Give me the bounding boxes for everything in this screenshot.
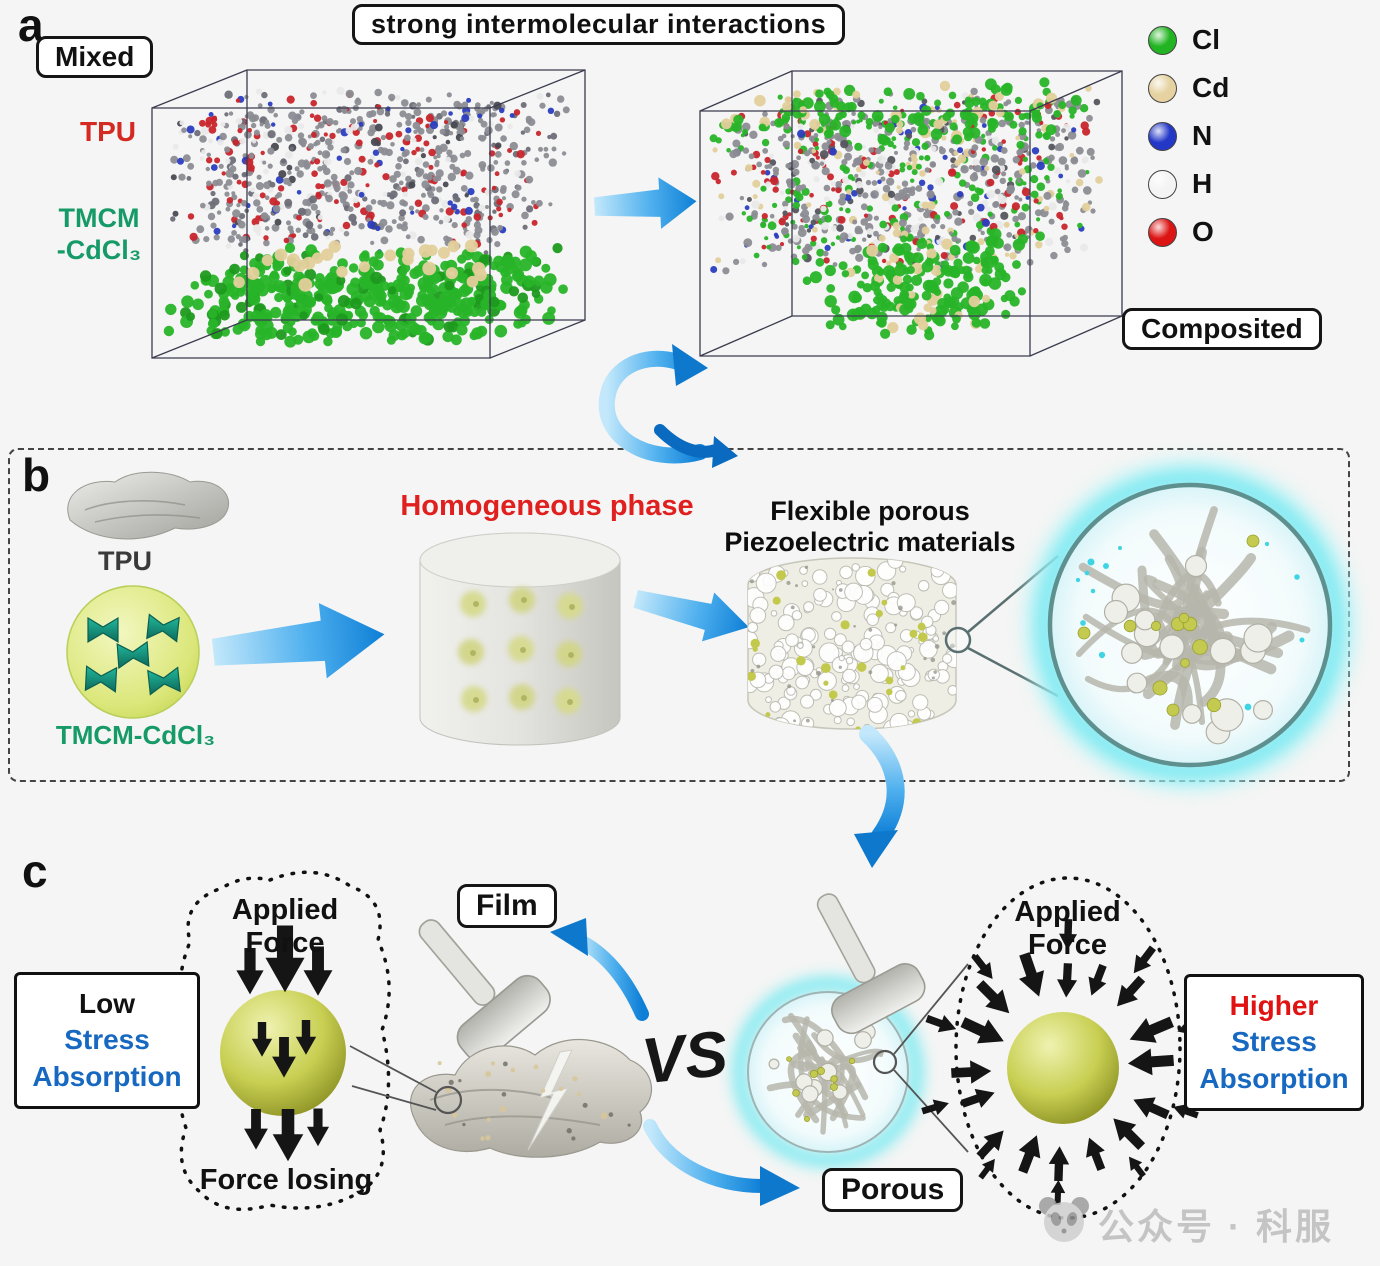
tmcm-label-a-line2: -CdCl₃ (56, 235, 142, 266)
legend-item: N (1148, 120, 1229, 152)
film-zoom-circle (433, 1085, 463, 1115)
mixing-arrow (209, 596, 389, 690)
tpu-label-a: TPU (80, 116, 136, 147)
legend-atom-dot (1148, 73, 1177, 103)
watermark-text: 公众号 · 科服 (1098, 1206, 1334, 1247)
film-badge: Film (457, 884, 557, 928)
applied-force-left-line1: Applied (231, 894, 339, 926)
zoom-source-circle (944, 626, 972, 654)
mixed-box-wireframe (151, 69, 586, 359)
flexible-porous-line1: Flexible porous (770, 496, 970, 526)
tmcm-label-a: TMCM -CdCl₃ (28, 202, 170, 267)
low-label: Low (79, 988, 135, 1019)
legend-item: Cd (1148, 72, 1229, 104)
applied-force-right-line2: Force (1028, 929, 1107, 962)
homogeneous-cylinder (419, 532, 621, 746)
panel-a-title: strong intermolecular interactions (352, 4, 846, 45)
tmcm-label-a-line1: TMCM (58, 203, 140, 233)
ball-zoom-circle (872, 1049, 898, 1075)
legend-item: Cl (1148, 24, 1229, 56)
applied-force-right: Applied Force (990, 896, 1145, 963)
tpu-blob (67, 471, 230, 540)
legend-item: O (1148, 216, 1229, 248)
zoom-blob-outline (176, 870, 391, 1212)
film-material (349, 1038, 653, 1158)
loop-arrow (598, 344, 738, 468)
flexible-porous-line2: Piezoelectric materials (724, 527, 1016, 558)
vs-label: VS (638, 1016, 731, 1098)
porous-zoom-ellipse (919, 876, 1202, 1220)
film-zoom-sphere (220, 925, 346, 1162)
legend-atom-dot (1148, 25, 1177, 55)
composited-box-molecules (709, 77, 1103, 341)
tmcm-label-b: TMCM-CdCl₃ (55, 720, 216, 750)
absorption-label-left: Absorption (32, 1060, 182, 1092)
legend-atom-label: O (1192, 216, 1214, 247)
lightning-icon (527, 1049, 573, 1151)
porous-ball (732, 963, 969, 1168)
legend-item: H (1148, 168, 1229, 200)
legend-atom-dot (1148, 217, 1177, 247)
stress-label-left: Stress (64, 1024, 150, 1056)
panel-b-label: b (22, 449, 51, 501)
homogeneous-phase-label: Homogeneous phase (400, 490, 694, 522)
legend-atom-label: Cd (1192, 72, 1230, 103)
applied-force-left-line2: Force (245, 927, 325, 960)
higher-label: Higher (1229, 990, 1319, 1021)
watermark-logo (1039, 1197, 1089, 1242)
legend-atom-dot (1148, 169, 1177, 199)
tmcm-crystal-circle (66, 585, 200, 719)
magnifier-circle (1021, 456, 1359, 794)
low-stress-box: Low Stress Absorption (14, 972, 200, 1110)
vs-to-porous-arrow (643, 1119, 800, 1206)
panel-c-label: c (22, 845, 48, 897)
vs-to-film-arrow (550, 918, 649, 1021)
porous-badge: Porous (822, 1168, 964, 1212)
flexible-porous-label: Flexible porous Piezoelectric materials (712, 496, 1028, 558)
porous-cylinder (747, 555, 1059, 730)
legend-atom-label: Cl (1192, 24, 1220, 55)
legend-atom-label: H (1192, 168, 1213, 199)
foaming-arrow (629, 574, 755, 652)
applied-force-left: Applied Force (210, 894, 360, 961)
force-losing-label: Force losing (199, 1164, 373, 1196)
applied-force-right-line1: Applied (1014, 896, 1121, 928)
absorption-label-right: Absorption (1199, 1062, 1349, 1094)
stress-label-right: Stress (1231, 1026, 1317, 1058)
tpu-label-b: TPU (98, 546, 152, 576)
higher-stress-box: Higher Stress Absorption (1184, 974, 1364, 1112)
legend-atom-dot (1148, 121, 1177, 151)
mix-arrow (593, 175, 698, 233)
mixed-box-molecules (163, 86, 570, 348)
legend-atom-label: N (1192, 120, 1213, 151)
down-arrow-b-to-c (854, 725, 905, 868)
composited-badge: Composited (1122, 308, 1322, 350)
mixed-badge: Mixed (36, 36, 154, 78)
